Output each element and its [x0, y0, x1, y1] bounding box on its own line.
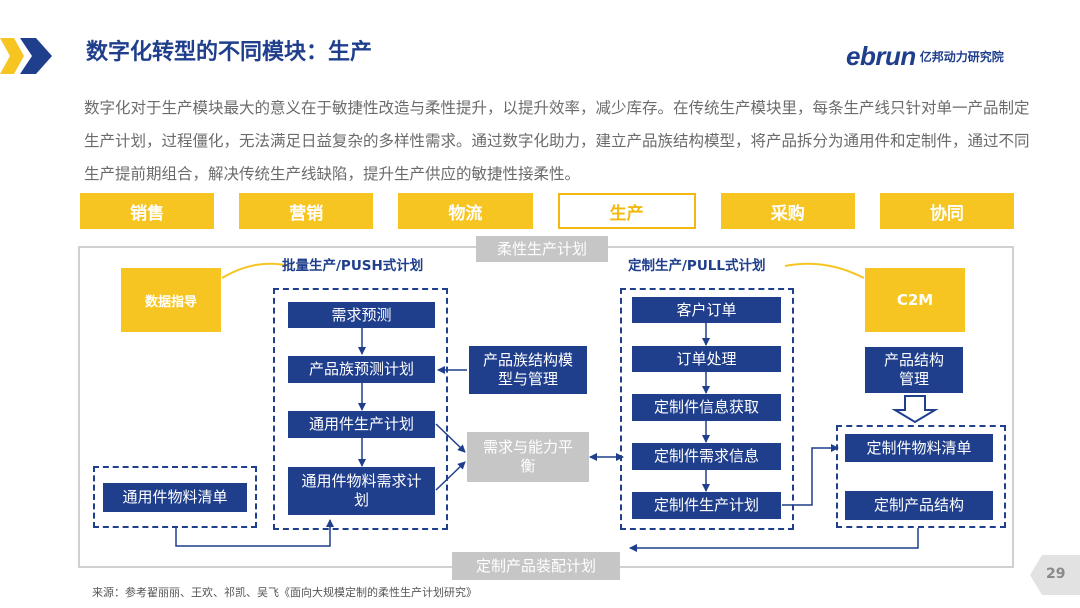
brand-logo: ebrun [846, 40, 916, 71]
push-group [273, 288, 448, 530]
push-step-forecast: 需求预测 [288, 302, 435, 328]
pull-step-order: 客户订单 [632, 297, 781, 323]
data-guidance-box: 数据指导 [121, 268, 221, 332]
family-model-box: 产品族结构模型与管理 [469, 346, 587, 394]
push-plan-label: 批量生产/PUSH式计划 [282, 258, 424, 274]
brand-subtitle: 亿邦动力研究院 [919, 49, 1004, 64]
assembly-plan-box: 定制产品装配计划 [452, 552, 620, 580]
general-bom-box: 通用件物料清单 [103, 483, 247, 512]
source-note: 来源：参考翟丽丽、王欢、祁凯、吴飞《面向大规模定制的柔性生产计划研究》 [92, 586, 477, 599]
page-number-badge [1030, 555, 1080, 595]
tab-collaboration[interactable]: 协同 [879, 193, 1015, 229]
chevron-logo-icon [0, 38, 52, 74]
push-step-general-production: 通用件生产计划 [288, 411, 435, 438]
tab-marketing[interactable]: 营销 [239, 193, 374, 229]
flexible-plan-box: 柔性生产计划 [476, 236, 608, 262]
pull-step-demand-info: 定制件需求信息 [632, 443, 781, 470]
tab-production[interactable]: 生产 [557, 193, 696, 229]
custom-bom-box: 定制件物料清单 [845, 434, 993, 462]
c2m-box: C2M [865, 268, 965, 332]
pull-step-order-processing: 订单处理 [632, 346, 781, 372]
balance-box: 需求与能力平衡 [467, 432, 589, 482]
custom-structure-box: 定制产品结构 [845, 491, 993, 520]
push-step-general-mrp: 通用件物料需求计划 [288, 467, 435, 515]
pull-plan-label: 定制生产/PULL式计划 [628, 258, 766, 274]
pull-group [620, 288, 794, 530]
tab-logistics[interactable]: 物流 [398, 193, 533, 229]
intro-paragraph: 数字化对于生产模块最大的意义在于敏捷性改造与柔性提升，以提升效率，减少库存。在传… [84, 99, 1030, 183]
product-structure-box: 产品结构管理 [865, 347, 963, 393]
brand: ebrun 亿邦动力研究院 [846, 40, 1004, 72]
pull-step-info-acquisition: 定制件信息获取 [632, 394, 781, 421]
tab-sales[interactable]: 销售 [80, 193, 215, 229]
custom-group [836, 425, 1006, 528]
module-tabs: 销售 营销 物流 生产 采购 协同 [80, 193, 1015, 229]
page-title: 数字化转型的不同模块：生产 [86, 40, 373, 65]
general-bom-group [93, 466, 257, 528]
page-number: 29 [1046, 566, 1066, 582]
pull-step-custom-production: 定制件生产计划 [632, 492, 781, 519]
push-step-family-forecast: 产品族预测计划 [288, 356, 435, 383]
tab-procurement[interactable]: 采购 [720, 193, 855, 229]
